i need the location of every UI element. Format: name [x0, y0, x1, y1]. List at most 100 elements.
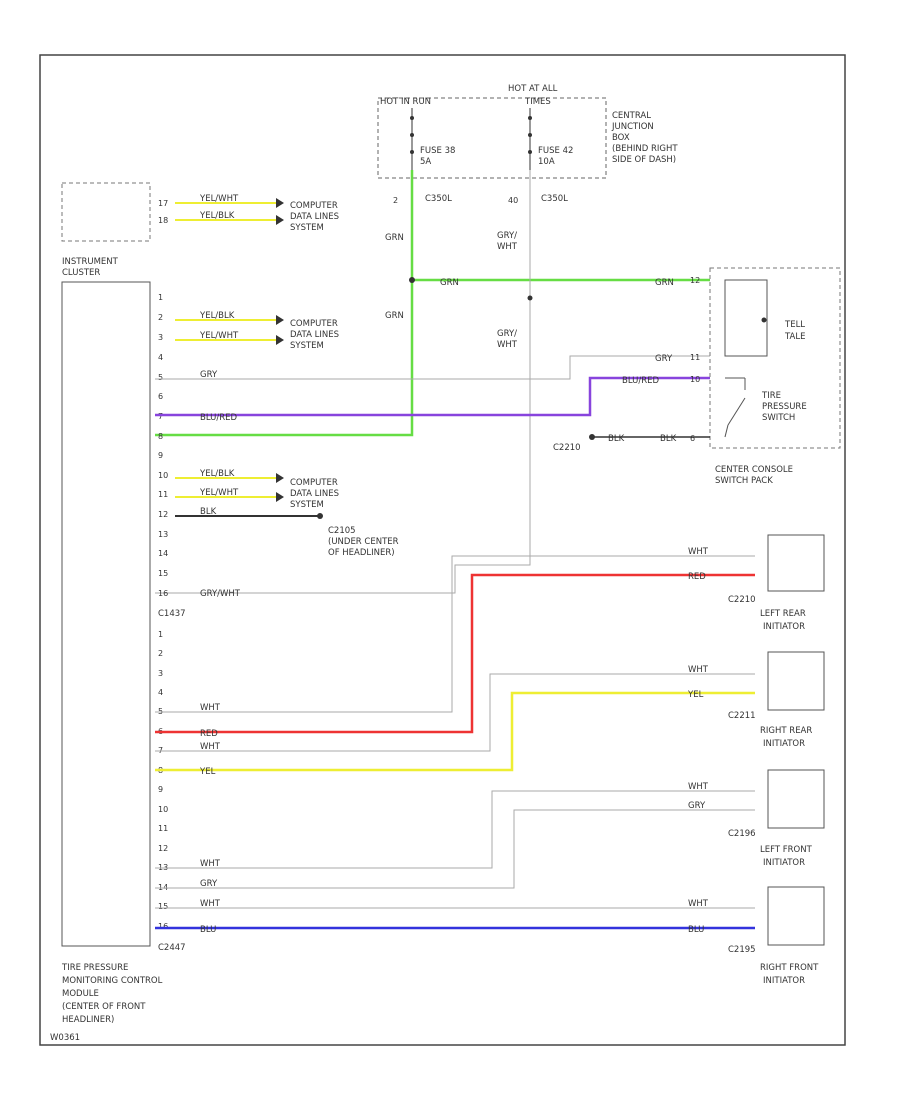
red-label-lr: RED	[688, 572, 706, 582]
cluster-pin-17: 17	[158, 199, 168, 208]
wht-label-lr: WHT	[688, 547, 709, 557]
gry-wht-label-lower: GRY/WHT	[200, 589, 241, 599]
instrument-cluster-box	[61, 182, 151, 242]
cluster-wire-1-label: YEL/WHT	[199, 194, 239, 204]
gry-label-right: GRY	[655, 354, 673, 364]
cdl-3-line-3: SYSTEM	[290, 500, 324, 510]
initiator-right-front: C2195 RIGHT FRONT INITIATOR	[728, 886, 825, 986]
arrow-icon	[276, 315, 284, 325]
svg-text:INITIATOR: INITIATOR	[763, 976, 805, 986]
wht-label-rr: WHT	[688, 665, 709, 675]
g-desc-2: (UNDER CENTER	[328, 537, 399, 547]
cdl-2-line-1: COMPUTER	[290, 319, 338, 329]
pin-40-label: 40	[508, 196, 518, 205]
right-rear-wht-wire	[155, 673, 755, 752]
initiator-left-rear: C2210 LEFT REAR INITIATOR	[728, 534, 825, 632]
svg-text:16: 16	[158, 922, 168, 931]
svg-text:10: 10	[158, 805, 168, 814]
hot-at-all-label: HOT AT ALL	[508, 84, 558, 94]
svg-text:9: 9	[158, 451, 163, 460]
sp-pin-12: 12	[690, 276, 700, 285]
module-label-1: TIRE PRESSURE	[61, 963, 128, 973]
switch-label-1: TIRE	[761, 391, 781, 401]
cdl-2-line-2: DATA LINES	[290, 330, 339, 340]
fuse-a-label: FUSE 38	[420, 146, 455, 156]
svg-text:C2211: C2211	[728, 711, 756, 721]
module-wire-10-label: YEL/BLK	[199, 469, 235, 479]
svg-text:3: 3	[158, 333, 163, 342]
gry-wire	[155, 355, 710, 380]
initiator-left-front: C2196 LEFT FRONT INITIATOR	[728, 769, 825, 868]
grn-label-mid: GRN	[385, 311, 404, 321]
blu-label-rf: BLU	[688, 925, 704, 935]
gry-wht-label-1a: GRY/	[497, 231, 517, 241]
splice-dot	[409, 277, 415, 283]
gry-label-lf: GRY	[688, 801, 706, 811]
switch-pack-name-2: SWITCH PACK	[715, 476, 773, 486]
svg-text:4: 4	[158, 353, 163, 362]
wht-label-7: WHT	[200, 742, 221, 752]
switch-pack-name-1: CENTER CONSOLE	[715, 465, 793, 475]
wht-label-rf: WHT	[688, 899, 709, 909]
module-label-2: MONITORING CONTROL	[62, 976, 163, 986]
hot-in-run-label: HOT IN RUN	[380, 97, 431, 107]
arrow-icon	[276, 335, 284, 345]
initiator-right-rear: C2211 RIGHT REAR INITIATOR	[728, 651, 825, 749]
svg-text:11: 11	[158, 824, 168, 833]
svg-text:14: 14	[158, 549, 168, 558]
svg-text:C2195: C2195	[728, 945, 756, 955]
blk-switch-label-1: BLK	[608, 434, 625, 444]
switch-blade	[727, 397, 746, 426]
left-rear-red-wire	[155, 573, 755, 734]
module-label-3: MODULE	[62, 989, 99, 999]
fuse-a-amp: 5A	[420, 157, 431, 167]
arrow-icon	[276, 215, 284, 225]
grn-wire	[155, 170, 414, 437]
tell-tale-label-2: TALE	[784, 332, 805, 342]
cluster-pin-18: 18	[158, 216, 168, 225]
fuse-b-label: FUSE 42	[538, 146, 573, 156]
switch-label-2: PRESSURE	[762, 402, 807, 412]
g-desc-3: OF HEADLINER)	[328, 548, 395, 558]
diagram-frame	[39, 54, 846, 1046]
left-front-wht-wire	[155, 790, 755, 869]
svg-text:15: 15	[158, 569, 168, 578]
sp-pin-10: 10	[690, 375, 700, 384]
svg-text:INITIATOR: INITIATOR	[763, 858, 805, 868]
fuse-42: FUSE 42 10A	[528, 108, 573, 170]
switch-label-3: SWITCH	[762, 413, 795, 423]
fuse-38: FUSE 38 5A	[410, 108, 455, 170]
cdl-1-line-2: DATA LINES	[290, 212, 339, 222]
footer-code: W0361	[50, 1033, 80, 1043]
sp-pin-6: 6	[690, 434, 695, 443]
grn-label-right: GRN	[655, 278, 674, 288]
conn-a-label: C350L	[425, 194, 452, 204]
svg-text:10: 10	[158, 471, 168, 480]
wht-label-15: WHT	[200, 899, 221, 909]
blk-label: BLK	[200, 507, 217, 517]
blu-red-wire	[155, 376, 710, 417]
wht-label-13: WHT	[200, 859, 221, 869]
yel-label-rr: YEL	[687, 690, 704, 700]
svg-text:LEFT FRONT: LEFT FRONT	[760, 845, 813, 855]
svg-text:15: 15	[158, 902, 168, 911]
svg-text:11: 11	[158, 490, 168, 499]
cdl-1-line-3: SYSTEM	[290, 223, 324, 233]
right-rear-yel-wire	[155, 691, 755, 772]
switch-pack-box	[709, 267, 841, 449]
splice-dot	[589, 434, 595, 440]
fuse-b-amp: 10A	[538, 157, 555, 167]
central-junction-box	[377, 97, 607, 179]
junction-box-label-4: (BEHIND RIGHT	[612, 144, 678, 154]
red-label-6: RED	[200, 729, 218, 739]
blk-switch-label-2: BLK	[660, 434, 677, 444]
splice-dot	[527, 295, 533, 301]
svg-text:12: 12	[158, 844, 168, 853]
left-rear-wht-wire	[155, 555, 755, 713]
c1-label: C1437	[158, 609, 186, 619]
module-wire-3-label: YEL/WHT	[199, 331, 239, 341]
svg-text:C2210: C2210	[728, 595, 756, 605]
svg-text:INITIATOR: INITIATOR	[763, 622, 805, 632]
cluster-wire-2-label: YEL/BLK	[199, 211, 235, 221]
